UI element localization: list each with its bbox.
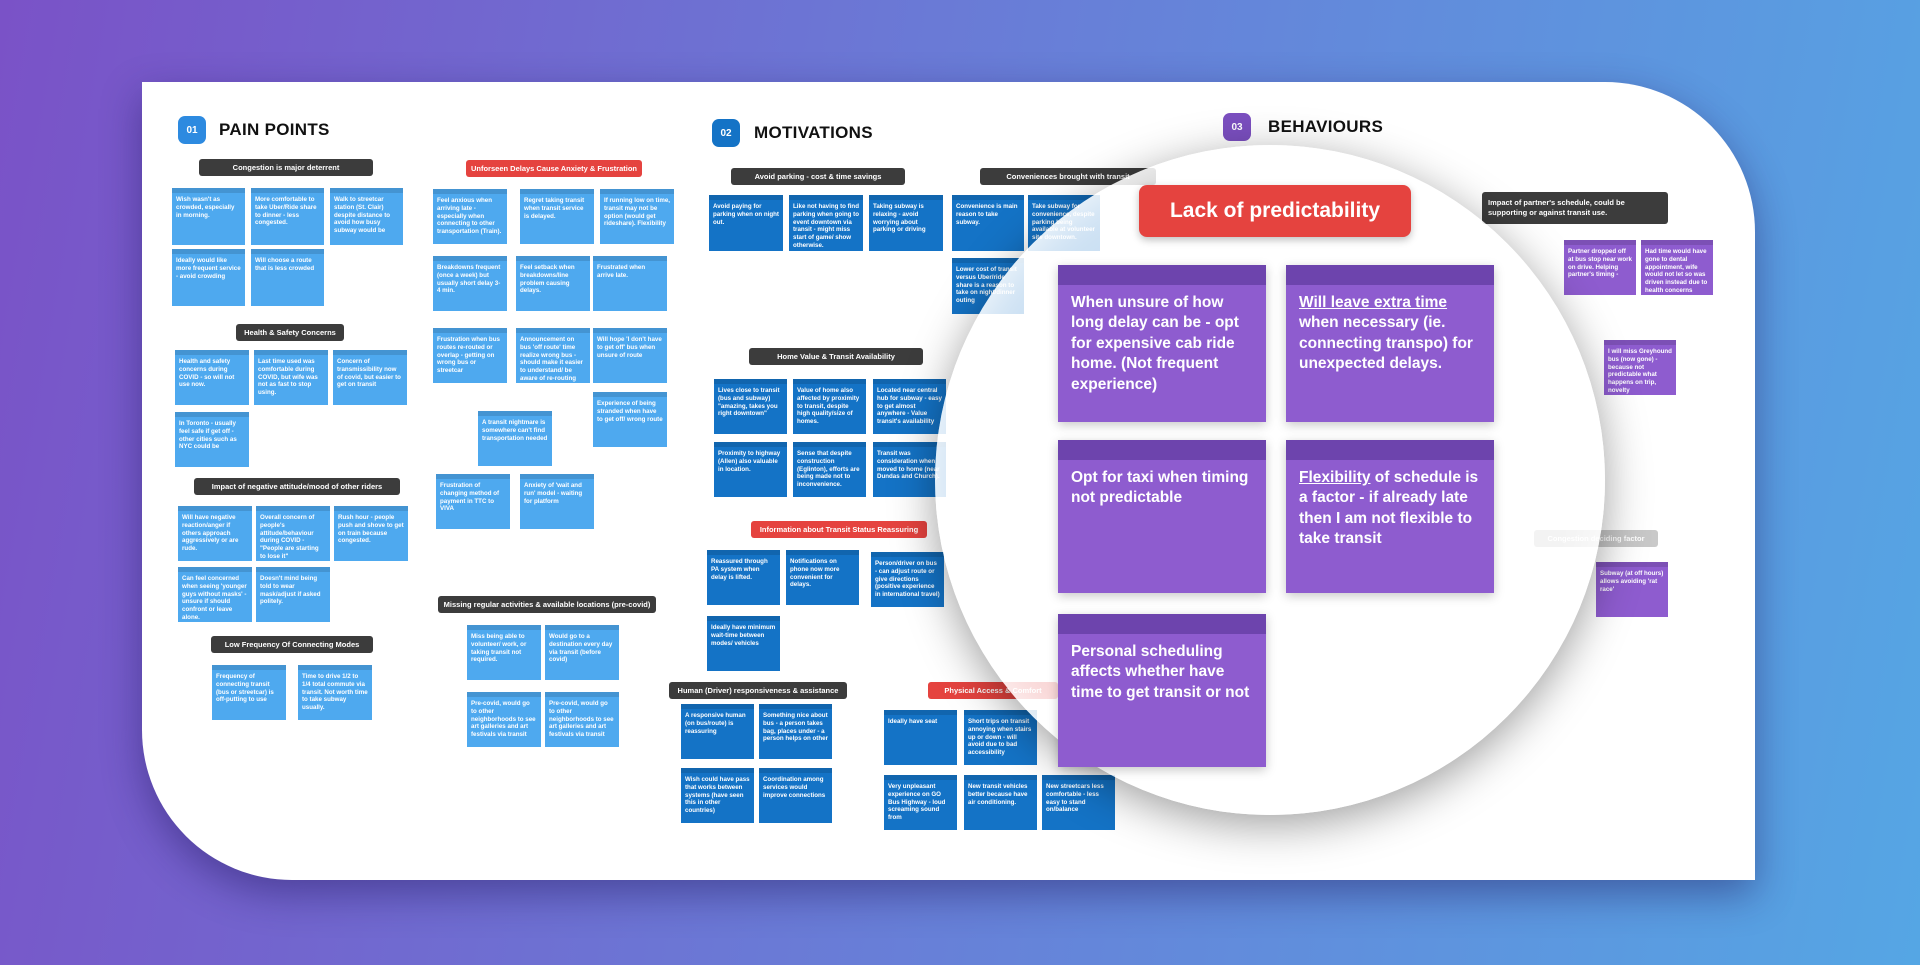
category-label[interactable]: Impact of partner's schedule, could be s… — [1482, 192, 1668, 224]
category-label[interactable]: Information about Transit Status Reassur… — [751, 521, 927, 538]
category-label[interactable]: Home Value & Transit Availability — [749, 348, 923, 365]
sticky-note[interactable]: Notifications on phone now more convenie… — [786, 550, 859, 605]
section-number-badge: 01 — [178, 116, 206, 144]
sticky-note[interactable]: Reassured through PA system when delay i… — [707, 550, 780, 605]
sticky-note[interactable]: I will miss Greyhound bus (now gone) - b… — [1604, 340, 1676, 395]
sticky-note[interactable]: Transit was consideration when moved to … — [873, 442, 946, 497]
sticky-note[interactable]: Breakdowns frequent (once a week) but us… — [433, 256, 507, 311]
sticky-note[interactable]: Coordination among services would improv… — [759, 768, 832, 823]
magnified-sticky-note[interactable]: Will leave extra time when necessary (ie… — [1286, 265, 1494, 422]
magnified-sticky-note[interactable]: Personal scheduling affects whether have… — [1058, 614, 1266, 767]
sticky-note[interactable]: Wish could have pass that works between … — [681, 768, 754, 823]
note-text: of schedule is a factor - if already lat… — [1299, 469, 1479, 548]
sticky-note[interactable]: Ideally have minimum wait-time between m… — [707, 616, 780, 671]
sticky-note[interactable]: Lives close to transit (bus and subway) … — [714, 379, 787, 434]
note-text: Opt for taxi when timing not predictable — [1071, 469, 1249, 507]
section-number-badge: 02 — [712, 119, 740, 147]
sticky-note[interactable]: Short trips on transit annoying when sta… — [964, 710, 1037, 765]
sticky-note[interactable]: Pre-covid, would go to other neighborhoo… — [545, 692, 619, 747]
sticky-note[interactable]: Overall concern of people's attitude/beh… — [256, 506, 330, 561]
sticky-note[interactable]: Can feel concerned when seeing 'younger … — [178, 567, 252, 622]
sticky-note[interactable]: A transit nightmare is somewhere can't f… — [478, 411, 552, 466]
sticky-note[interactable]: Frustration when bus routes re-routed or… — [433, 328, 507, 383]
sticky-note[interactable]: Ideally have seat — [884, 710, 957, 765]
sticky-note[interactable]: Wish wasn't as crowded, especially in mo… — [172, 188, 245, 245]
sticky-note[interactable]: Miss being able to volunteer/ work, or t… — [467, 625, 541, 680]
section-title-behaviours: BEHAVIOURS — [1268, 117, 1384, 136]
sticky-note[interactable]: A responsive human (on bus/route) is rea… — [681, 704, 754, 759]
sticky-note[interactable]: Frustration of changing method of paymen… — [436, 474, 510, 529]
sticky-note[interactable]: Walk to streetcar station (St. Clair) de… — [330, 188, 403, 245]
sticky-note[interactable]: Rush hour - people push and shove to get… — [334, 506, 408, 561]
section-title-motivations: MOTIVATIONS — [754, 123, 873, 142]
category-label[interactable]: Unforseen Delays Cause Anxiety & Frustra… — [466, 160, 642, 177]
category-label[interactable]: Congestion is major deterrent — [199, 159, 373, 176]
magnified-sticky-note[interactable]: When unsure of how long delay can be - o… — [1058, 265, 1266, 422]
sticky-note[interactable]: Will choose a route that is less crowded — [251, 249, 324, 306]
sticky-note[interactable]: In Toronto - usually feel safe if get of… — [175, 412, 249, 467]
sticky-note[interactable]: Frequency of connecting transit (bus or … — [212, 665, 286, 720]
sticky-note[interactable]: Pre-covid, would go to other neighborhoo… — [467, 692, 541, 747]
magnified-sticky-note[interactable]: Flexibility of schedule is a factor - if… — [1286, 440, 1494, 593]
note-emphasis: Flexibility — [1299, 469, 1371, 486]
note-text: When unsure of how long delay can be - o… — [1071, 294, 1239, 393]
sticky-note[interactable]: Avoid paying for parking when on night o… — [709, 195, 783, 251]
note-emphasis: Will leave extra time — [1299, 294, 1448, 311]
sticky-note[interactable]: Health and safety concerns during COVID … — [175, 350, 249, 405]
sticky-note[interactable]: Value of home also affected by proximity… — [793, 379, 866, 434]
sticky-note[interactable]: Person/driver on bus - can adjust route … — [871, 552, 944, 607]
sticky-note[interactable]: Feel setback when breakdowns/line proble… — [516, 256, 590, 311]
category-label[interactable]: Health & Safety Concerns — [236, 324, 344, 341]
sticky-note[interactable]: Taking subway is relaxing - avoid worryi… — [869, 195, 943, 251]
sticky-note[interactable]: Partner dropped off at bus stop near wor… — [1564, 240, 1636, 295]
sticky-note[interactable]: Located near central hub for subway - ea… — [873, 379, 946, 434]
sticky-note[interactable]: Convenience is main reason to take subwa… — [952, 195, 1024, 251]
sticky-note[interactable]: Concern of transmissibility now of covid… — [333, 350, 407, 405]
sticky-note[interactable]: Had time would have gone to dental appoi… — [1641, 240, 1713, 295]
section-title-pain-points: PAIN POINTS — [219, 120, 330, 139]
sticky-note[interactable]: New streetcars less comfortable - less e… — [1042, 775, 1115, 830]
sticky-note[interactable]: Sense that despite construction (Eglinto… — [793, 442, 866, 497]
sticky-note[interactable]: Feel anxious when arriving late - especi… — [433, 189, 507, 244]
category-label[interactable]: Human (Driver) responsiveness & assistan… — [669, 682, 847, 699]
category-label[interactable]: Impact of negative attitude/mood of othe… — [194, 478, 400, 495]
magnifier-lens — [935, 145, 1605, 815]
sticky-note[interactable]: Anxiety of 'wait and run' model - waitin… — [520, 474, 594, 529]
magnified-sticky-note[interactable]: Opt for taxi when timing not predictable — [1058, 440, 1266, 593]
sticky-note[interactable]: Something nice about bus - a person take… — [759, 704, 832, 759]
sticky-note[interactable]: Time to drive 1/2 to 1/4 total commute v… — [298, 665, 372, 720]
sticky-note[interactable]: Very unpleasant experience on GO Bus Hig… — [884, 775, 957, 830]
section-number-badge: 03 — [1223, 113, 1251, 141]
sticky-note[interactable]: Will have negative reaction/anger if oth… — [178, 506, 252, 561]
lens-category-label: Lack of predictability — [1139, 185, 1411, 237]
sticky-note[interactable]: Would go to a destination every day via … — [545, 625, 619, 680]
category-label[interactable]: Missing regular activities & available l… — [438, 596, 656, 613]
sticky-note[interactable]: New transit vehicles better because have… — [964, 775, 1037, 830]
sticky-note[interactable]: Will hope 'I don't have to get off' bus … — [593, 328, 667, 383]
sticky-note[interactable]: Frustrated when arrive late. — [593, 256, 667, 311]
category-label[interactable]: Low Frequency Of Connecting Modes — [211, 636, 373, 653]
sticky-note[interactable]: Ideally would like more frequent service… — [172, 249, 245, 306]
note-text: when necessary (ie. connecting transpo) … — [1299, 314, 1473, 373]
category-label[interactable]: Conveniences brought with transit — [980, 168, 1156, 185]
sticky-note[interactable]: More comfortable to take Uber/Ride share… — [251, 188, 324, 245]
sticky-note[interactable]: Experience of being stranded when have t… — [593, 392, 667, 447]
sticky-note[interactable]: If running low on time, transit may not … — [600, 189, 674, 244]
sticky-note[interactable]: Doesn't mind being told to wear mask/adj… — [256, 567, 330, 622]
sticky-note[interactable]: Regret taking transit when transit servi… — [520, 189, 594, 244]
note-text: Personal scheduling affects whether have… — [1071, 643, 1250, 701]
sticky-note[interactable]: Subway (at off hours) allows avoiding 'r… — [1596, 562, 1668, 617]
sticky-note[interactable]: Proximity to highway (Allen) also valuab… — [714, 442, 787, 497]
sticky-note[interactable]: Last time used was comfortable during CO… — [254, 350, 328, 405]
category-label[interactable]: Avoid parking - cost & time savings — [731, 168, 905, 185]
sticky-note[interactable]: Announcement on bus 'off route' time rea… — [516, 328, 590, 383]
sticky-note[interactable]: Like not having to find parking when goi… — [789, 195, 863, 251]
